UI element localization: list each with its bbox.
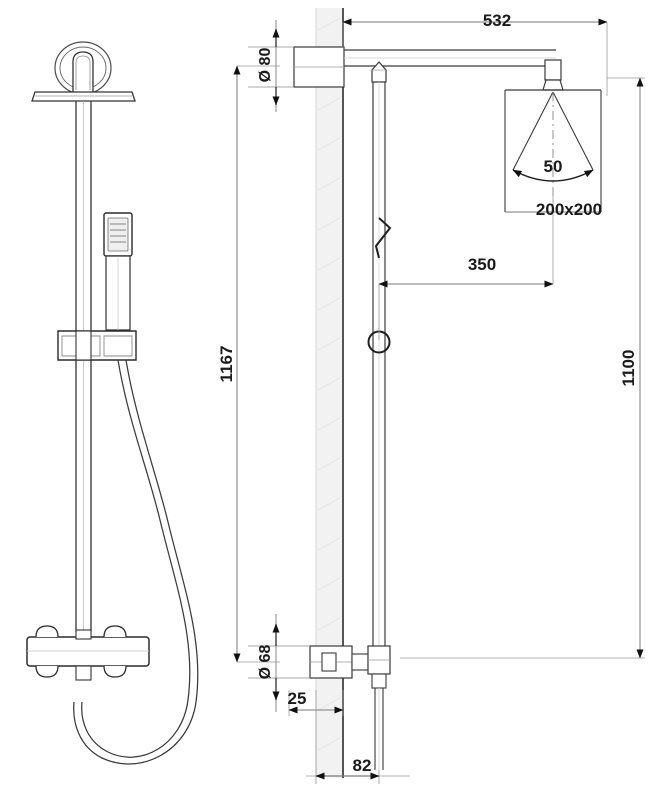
schematic-geometry [293,46,602,770]
overhead-shower-head [31,41,136,102]
dim-1167-label: 1167 [217,346,236,383]
bottom-valve-assembly [309,645,391,770]
dim-350-label: 350 [468,255,496,274]
schematic-riser [367,82,392,650]
slide-bar-bracket [57,330,137,361]
dim-50-label: 50 [544,157,563,176]
dim-diameter-80-label: Ø 80 [257,48,274,83]
dimension-lines [233,18,645,784]
dimension-labels: 532 50 200x200 350 1167 1100 Ø 80 Ø 68 2… [217,11,638,775]
dim-25-label: 25 [288,689,307,708]
dim-532-label: 532 [483,11,511,30]
hand-shower [103,212,133,331]
tee-connector [371,61,387,83]
left-elevation-view [26,41,199,765]
top-wall-bracket [293,46,556,88]
flexible-hose [73,359,199,765]
riser-pipe [75,101,92,632]
thermostatic-mixer-body [26,625,150,681]
dim-1100-label: 1100 [619,350,638,387]
schematic-shower-head [504,59,602,212]
dim-82-label: 82 [353,756,372,775]
dim-diameter-68-label: Ø 68 [257,645,274,680]
dim-200x200-label: 200x200 [536,200,602,219]
